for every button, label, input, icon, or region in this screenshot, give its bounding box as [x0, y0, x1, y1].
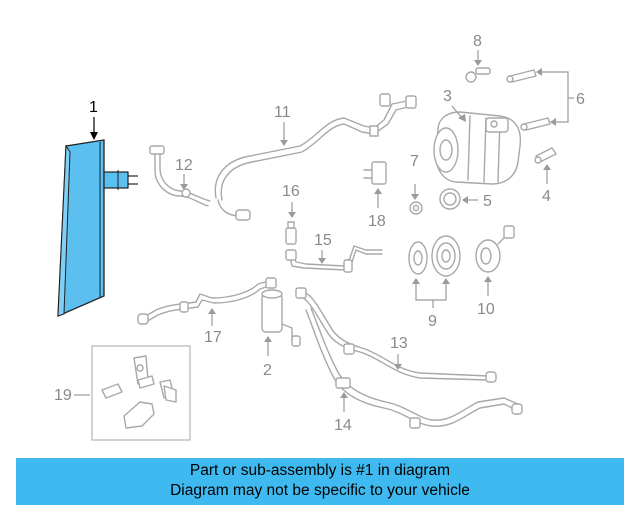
callout-8: 8 [473, 33, 482, 66]
callout-label-15: 15 [314, 232, 332, 249]
part-4-valve[interactable] [534, 147, 557, 164]
callout-label-8: 8 [473, 33, 482, 50]
part-2-accumulator[interactable] [261, 289, 301, 347]
callout-1: 1 [89, 99, 98, 140]
callout-label-19: 19 [54, 387, 72, 404]
part-17-line[interactable] [137, 277, 277, 325]
callout-label-17: 17 [204, 329, 222, 346]
part-8-bolt[interactable] [465, 67, 491, 83]
callout-label-1: 1 [89, 99, 98, 116]
callout-7: 7 [410, 153, 419, 200]
callout-13: 13 [390, 335, 408, 370]
callout-11: 11 [274, 104, 291, 146]
callout-2: 2 [263, 336, 272, 379]
callout-label-11: 11 [274, 104, 291, 121]
part-14-line[interactable] [305, 307, 523, 429]
parts-diagram: 1 12 11 8 [54, 33, 585, 441]
part-19-kit[interactable] [91, 345, 191, 441]
callout-10: 10 [477, 276, 495, 318]
part-11-line[interactable] [214, 93, 417, 221]
callout-9: 9 [412, 278, 450, 330]
part-15-line[interactable] [285, 245, 383, 273]
callout-label-12: 12 [175, 157, 193, 174]
callout-label-3: 3 [443, 88, 452, 105]
callout-label-2: 2 [263, 362, 272, 379]
part-5-seal[interactable] [439, 188, 461, 210]
callout-15: 15 [314, 232, 332, 264]
callout-19: 19 [54, 387, 90, 404]
callout-3: 3 [443, 88, 466, 122]
callout-5: 5 [462, 193, 492, 210]
callout-label-6: 6 [576, 91, 585, 108]
info-banner: Part or sub-assembly is #1 in diagram Di… [16, 458, 624, 505]
callout-label-16: 16 [282, 183, 300, 200]
part-12-hose[interactable] [149, 145, 211, 207]
part-18-switch[interactable] [363, 161, 387, 185]
callout-4: 4 [542, 164, 551, 205]
callout-17: 17 [204, 308, 222, 346]
callout-label-10: 10 [477, 301, 495, 318]
part-13-line[interactable] [295, 287, 497, 383]
part-16-sensor[interactable] [285, 221, 297, 245]
part-6-fittings[interactable] [506, 69, 551, 131]
part-7-screw[interactable] [409, 201, 423, 215]
callout-6: 6 [536, 68, 585, 126]
banner-line-1: Part or sub-assembly is #1 in diagram [189, 462, 451, 479]
part-3-compressor[interactable] [433, 111, 522, 185]
callout-12: 12 [175, 157, 193, 190]
callout-14: 14 [334, 392, 352, 434]
part-9-clutch[interactable] [408, 235, 461, 277]
callout-16: 16 [282, 183, 300, 218]
callout-label-14: 14 [334, 417, 352, 434]
banner-line-2: Diagram may not be specific to your vehi… [170, 482, 470, 499]
part-10-coil[interactable] [475, 225, 515, 273]
callout-label-5: 5 [483, 193, 492, 210]
callout-label-4: 4 [542, 188, 551, 205]
part-1-condenser[interactable] [57, 139, 138, 318]
callout-18: 18 [368, 188, 386, 230]
callout-label-18: 18 [368, 213, 386, 230]
callout-label-7: 7 [410, 153, 419, 170]
callout-label-9: 9 [428, 313, 437, 330]
callout-label-13: 13 [390, 335, 408, 352]
